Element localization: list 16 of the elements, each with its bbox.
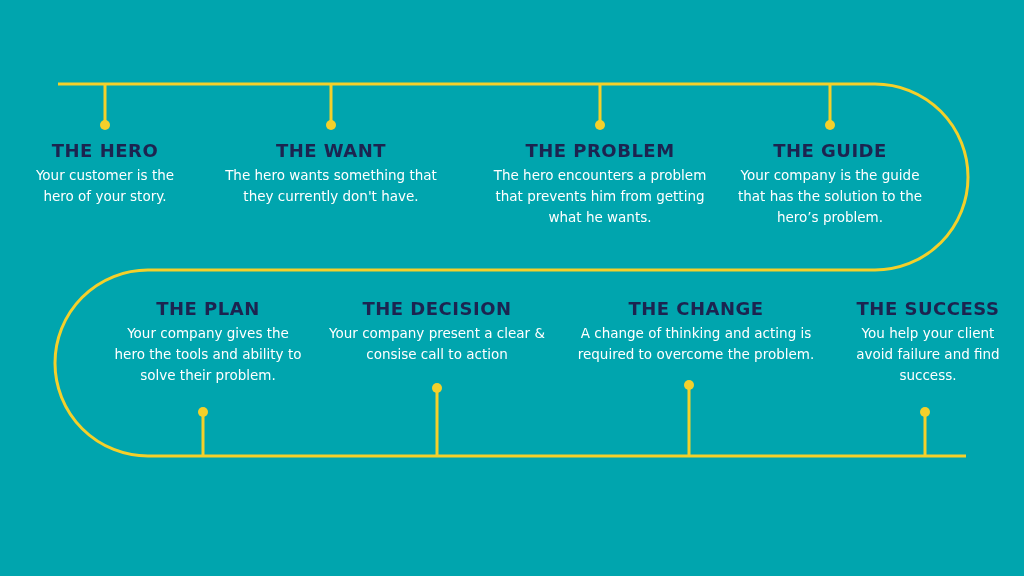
step-heading: THE HERO [51,139,159,163]
step-heading: THE CHANGE [628,297,764,321]
step-heading: THE SUCCESS [856,297,1000,321]
step-description: Your company present a clear & consise call to action [328,324,546,364]
step-heading: THE PLAN [156,297,260,321]
step-description: The hero encounters a problem that prevents him from getting what he wants. [492,166,708,227]
step-heading: THE WANT [275,139,387,163]
step-description: The hero wants something that they currently don't have. [224,166,438,206]
step-heading: THE PROBLEM [525,139,675,163]
step-description: Your company gives the hero the tools and ability to solve their problem. [113,324,303,385]
step-heading: THE GUIDE [773,139,887,163]
step-description: Your customer is the hero of your story. [34,166,176,206]
step-description: A change of thinking and acting is required to overcome the problem. [576,324,816,364]
step-heading: THE DECISION [362,297,512,321]
step-description: Your company is the guide that has the solution to the hero’s problem. [736,166,924,227]
step-description: You help your client avoid failure and find success. [855,324,1001,385]
